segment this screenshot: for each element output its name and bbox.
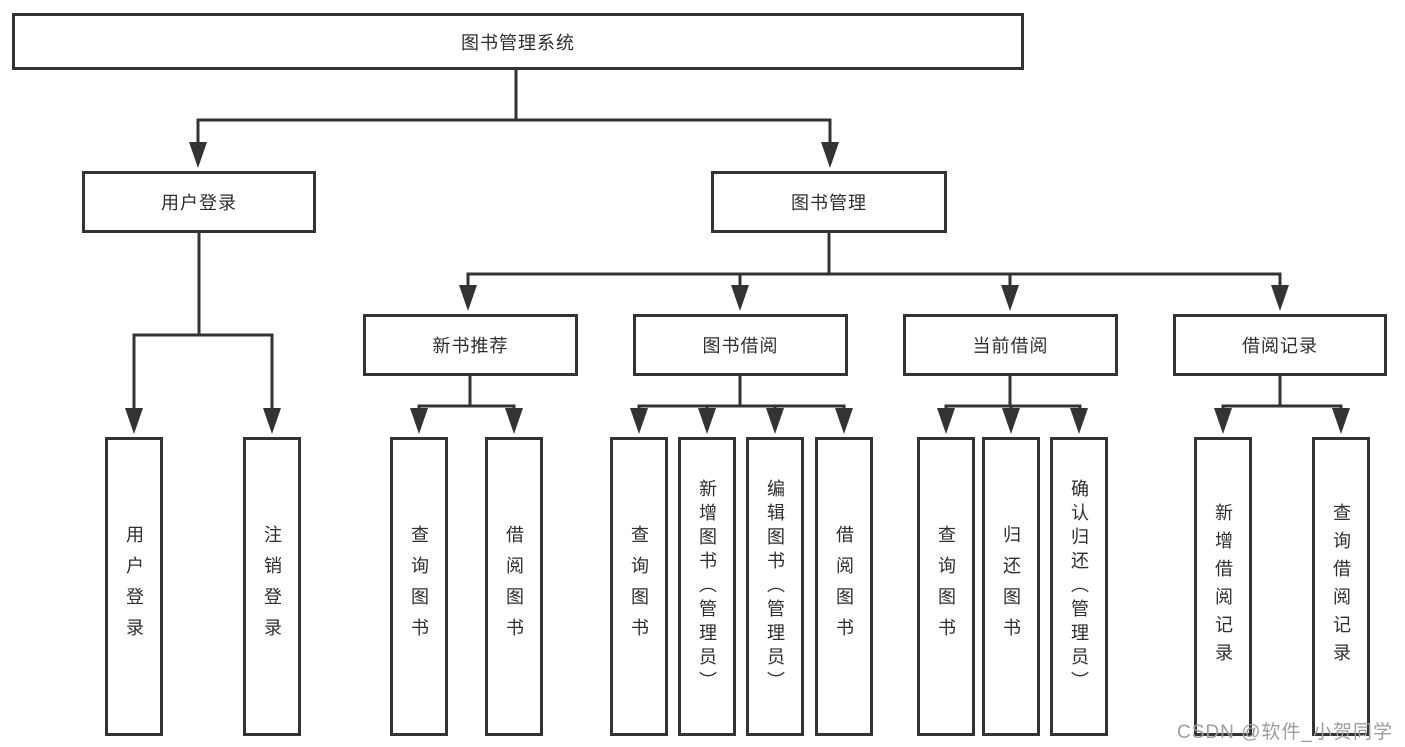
leaf-query-books-recommend: 查询图书 (390, 437, 448, 736)
leaf-logout: 注销登录 (243, 437, 301, 736)
leaf-query-books-recommend-label: 查询图书 (409, 524, 429, 649)
node-user-login: 用户登录 (82, 171, 316, 233)
node-book-borrow: 图书借阅 (633, 314, 848, 376)
connector-user-login-rail (132, 333, 274, 410)
node-library-system-label: 图书管理系统 (461, 32, 575, 53)
arrow-leaf-7 (835, 408, 853, 434)
leaf-borrow-books-recommend: 借阅图书 (485, 437, 543, 736)
arrow-to-records (1271, 285, 1289, 311)
leaf-borrow-books-borrow-label: 借阅图书 (834, 524, 854, 649)
node-library-system: 图书管理系统 (12, 13, 1024, 70)
leaf-confirm-return-admin-label: 确认归还（管理员） (1069, 478, 1089, 695)
arrow-to-book-mgmt (821, 142, 839, 168)
arrow-to-recommend (459, 285, 477, 311)
node-book-management: 图书管理 (711, 171, 947, 233)
leaf-edit-book-admin: 编辑图书（管理员） (746, 437, 804, 736)
connector-recommend-rail (417, 404, 516, 411)
arrow-leaf-1 (263, 408, 281, 434)
arrow-leaf-8 (937, 408, 955, 434)
node-book-management-label: 图书管理 (791, 193, 867, 213)
leaf-borrow-books-recommend-label: 借阅图书 (504, 524, 524, 649)
connector-level1-rail (196, 118, 832, 144)
arrow-leaf-4 (630, 408, 648, 434)
leaf-logout-label: 注销登录 (262, 524, 282, 649)
leaf-add-book-admin-label: 新增图书（管理员） (697, 478, 717, 695)
connector-records-rail (1221, 404, 1343, 411)
leaf-borrow-books-borrow: 借阅图书 (815, 437, 873, 736)
arrow-leaf-6 (766, 408, 784, 434)
arrowheads (125, 142, 1350, 434)
leaf-add-borrow-record-label: 新增借阅记录 (1213, 502, 1233, 671)
leaf-query-books-current: 查询图书 (917, 437, 975, 736)
node-current-borrow: 当前借阅 (903, 314, 1118, 376)
leaf-confirm-return-admin: 确认归还（管理员） (1050, 437, 1108, 736)
arrow-to-current (1001, 285, 1019, 311)
node-book-borrow-label: 图书借阅 (702, 336, 779, 356)
leaf-user-login: 用户登录 (105, 437, 163, 736)
node-user-login-label: 用户登录 (161, 193, 237, 213)
leaf-query-books-current-label: 查询图书 (936, 524, 956, 649)
arrow-to-borrow (731, 285, 749, 311)
leaf-return-book: 归还图书 (982, 437, 1040, 736)
leaf-query-borrow-record-label: 查询借阅记录 (1331, 502, 1351, 671)
leaf-return-book-label: 归还图书 (1001, 524, 1021, 649)
node-new-book-recommend-label: 新书推荐 (432, 336, 509, 356)
arrow-leaf-0 (125, 408, 143, 434)
leaf-add-book-admin: 新增图书（管理员） (678, 437, 736, 736)
leaf-edit-book-admin-label: 编辑图书（管理员） (765, 478, 785, 695)
arrow-leaf-3 (505, 408, 523, 434)
arrow-leaf-10 (1070, 408, 1088, 434)
node-current-borrow-label: 当前借阅 (972, 336, 1049, 356)
arrow-leaf-9 (1002, 408, 1020, 434)
connector-borrow-rail (637, 404, 846, 411)
leaf-user-login-label: 用户登录 (124, 524, 144, 649)
leaf-query-books-borrow-label: 查询图书 (629, 524, 649, 649)
arrow-leaf-2 (410, 408, 428, 434)
leaf-add-borrow-record: 新增借阅记录 (1194, 437, 1252, 736)
node-borrow-records: 借阅记录 (1173, 314, 1387, 376)
arrow-leaf-5 (698, 408, 716, 434)
leaf-query-books-borrow: 查询图书 (610, 437, 668, 736)
arrow-leaf-12 (1332, 408, 1350, 434)
arrow-to-user-login (189, 142, 207, 168)
node-new-book-recommend: 新书推荐 (363, 314, 578, 376)
connector-level2-rail (466, 272, 1282, 289)
arrow-leaf-11 (1214, 408, 1232, 434)
leaf-query-borrow-record: 查询借阅记录 (1312, 437, 1370, 736)
csdn-watermark: CSDN @软件_小贺同学 (1177, 722, 1393, 743)
node-borrow-records-label: 借阅记录 (1242, 336, 1318, 356)
